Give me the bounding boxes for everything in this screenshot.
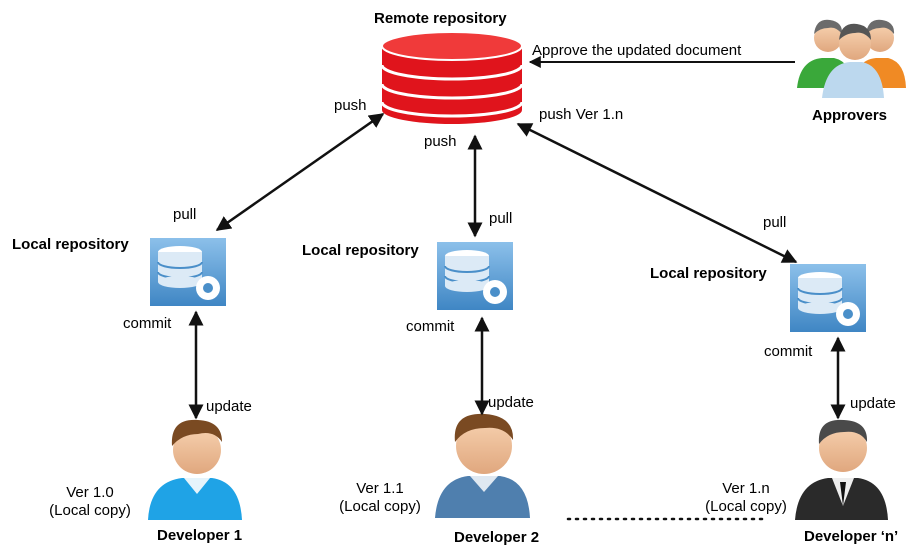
developer-2-icon — [435, 413, 530, 518]
remote-repository-title: Remote repository — [374, 10, 507, 27]
pull-label-1: pull — [173, 206, 197, 223]
local-repository-title-3: Local repository — [650, 265, 767, 282]
local-repo-2-icon — [437, 242, 513, 310]
developer-2-name: Developer 2 — [454, 529, 540, 546]
developer-1-name: Developer 1 — [157, 527, 243, 544]
update-label-2: update — [488, 394, 534, 411]
version-label-1: Ver 1.0 (Local copy) — [40, 484, 140, 520]
local-repository-title-1: Local repository — [12, 236, 129, 253]
commit-label-1: commit — [123, 315, 172, 332]
pull-label-2: pull — [489, 210, 513, 227]
commit-label-3: commit — [764, 343, 813, 360]
developer-1-icon — [148, 419, 242, 520]
version-text-3: Ver 1.n — [722, 480, 770, 497]
local-repo-1-icon — [150, 238, 226, 306]
local-copy-text-1: (Local copy) — [49, 502, 131, 519]
commit-label-2: commit — [406, 318, 455, 335]
version-text-1: Ver 1.0 — [66, 484, 114, 501]
version-label-2: Ver 1.1 (Local copy) — [330, 480, 430, 516]
developer-n-icon — [795, 419, 888, 520]
local-repository-title-2: Local repository — [302, 242, 419, 259]
approve-action-label: Approve the updated document — [532, 42, 742, 59]
push-label-left: push — [334, 97, 367, 114]
local-repo-3-icon — [790, 264, 866, 332]
push-pull-arrow-3 — [516, 122, 798, 264]
push-label-center: push — [424, 133, 457, 150]
approvers-label: Approvers — [812, 107, 888, 124]
remote-database-icon — [380, 31, 524, 124]
local-copy-text-3: (Local copy) — [705, 498, 787, 515]
pull-label-3: pull — [763, 214, 787, 231]
version-label-3: Ver 1.n (Local copy) — [696, 480, 796, 516]
push-label-right: push Ver 1.n — [539, 106, 624, 123]
approvers-group-icon — [797, 19, 906, 98]
update-label-3: update — [850, 395, 896, 412]
local-copy-text-2: (Local copy) — [339, 498, 421, 515]
developer-n-name: Developer ‘n’ — [804, 528, 899, 545]
version-text-2: Ver 1.1 — [356, 480, 404, 497]
update-label-1: update — [206, 398, 252, 415]
push-pull-arrow-1 — [215, 112, 385, 232]
